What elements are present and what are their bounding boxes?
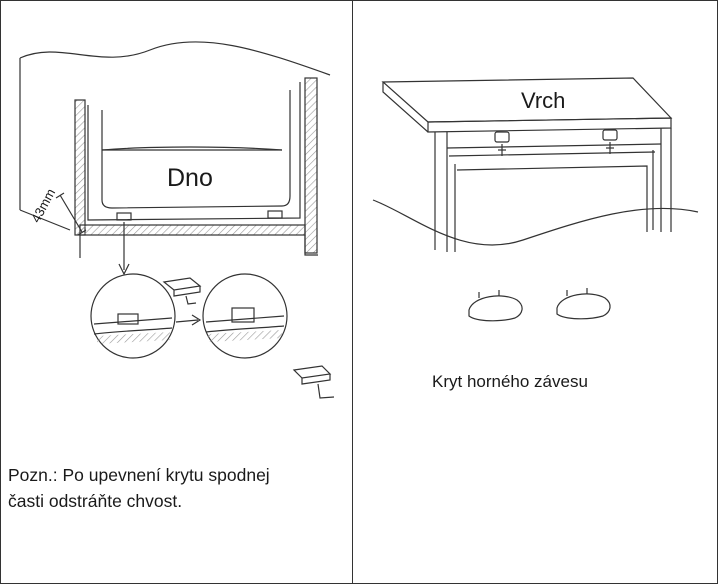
bottom-hinge-panel: Dno 43mm Pozn.: Po upevnení krytu spodne… [0,0,352,584]
bottom-label: Dno [167,164,213,192]
top-hinge-panel: Vrch Kryt horného závesu [353,0,718,584]
top-hinge-illustration [372,77,699,322]
cabinet-top-drawing [372,77,699,322]
top-hinge-cover-caption: Kryt horného závesu [432,372,588,391]
panel-divider [352,0,353,584]
note-line-2: časti odstráňte chvost. [8,491,183,511]
note-line-1: Pozn.: Po upevnení krytu spodnej [8,465,270,485]
note-text: Pozn.: Po upevnení krytu spodnej časti o… [8,462,348,514]
cabinet-drawing [19,41,335,399]
top-label: Vrch [521,88,566,113]
bottom-hinge-illustration [19,41,335,399]
